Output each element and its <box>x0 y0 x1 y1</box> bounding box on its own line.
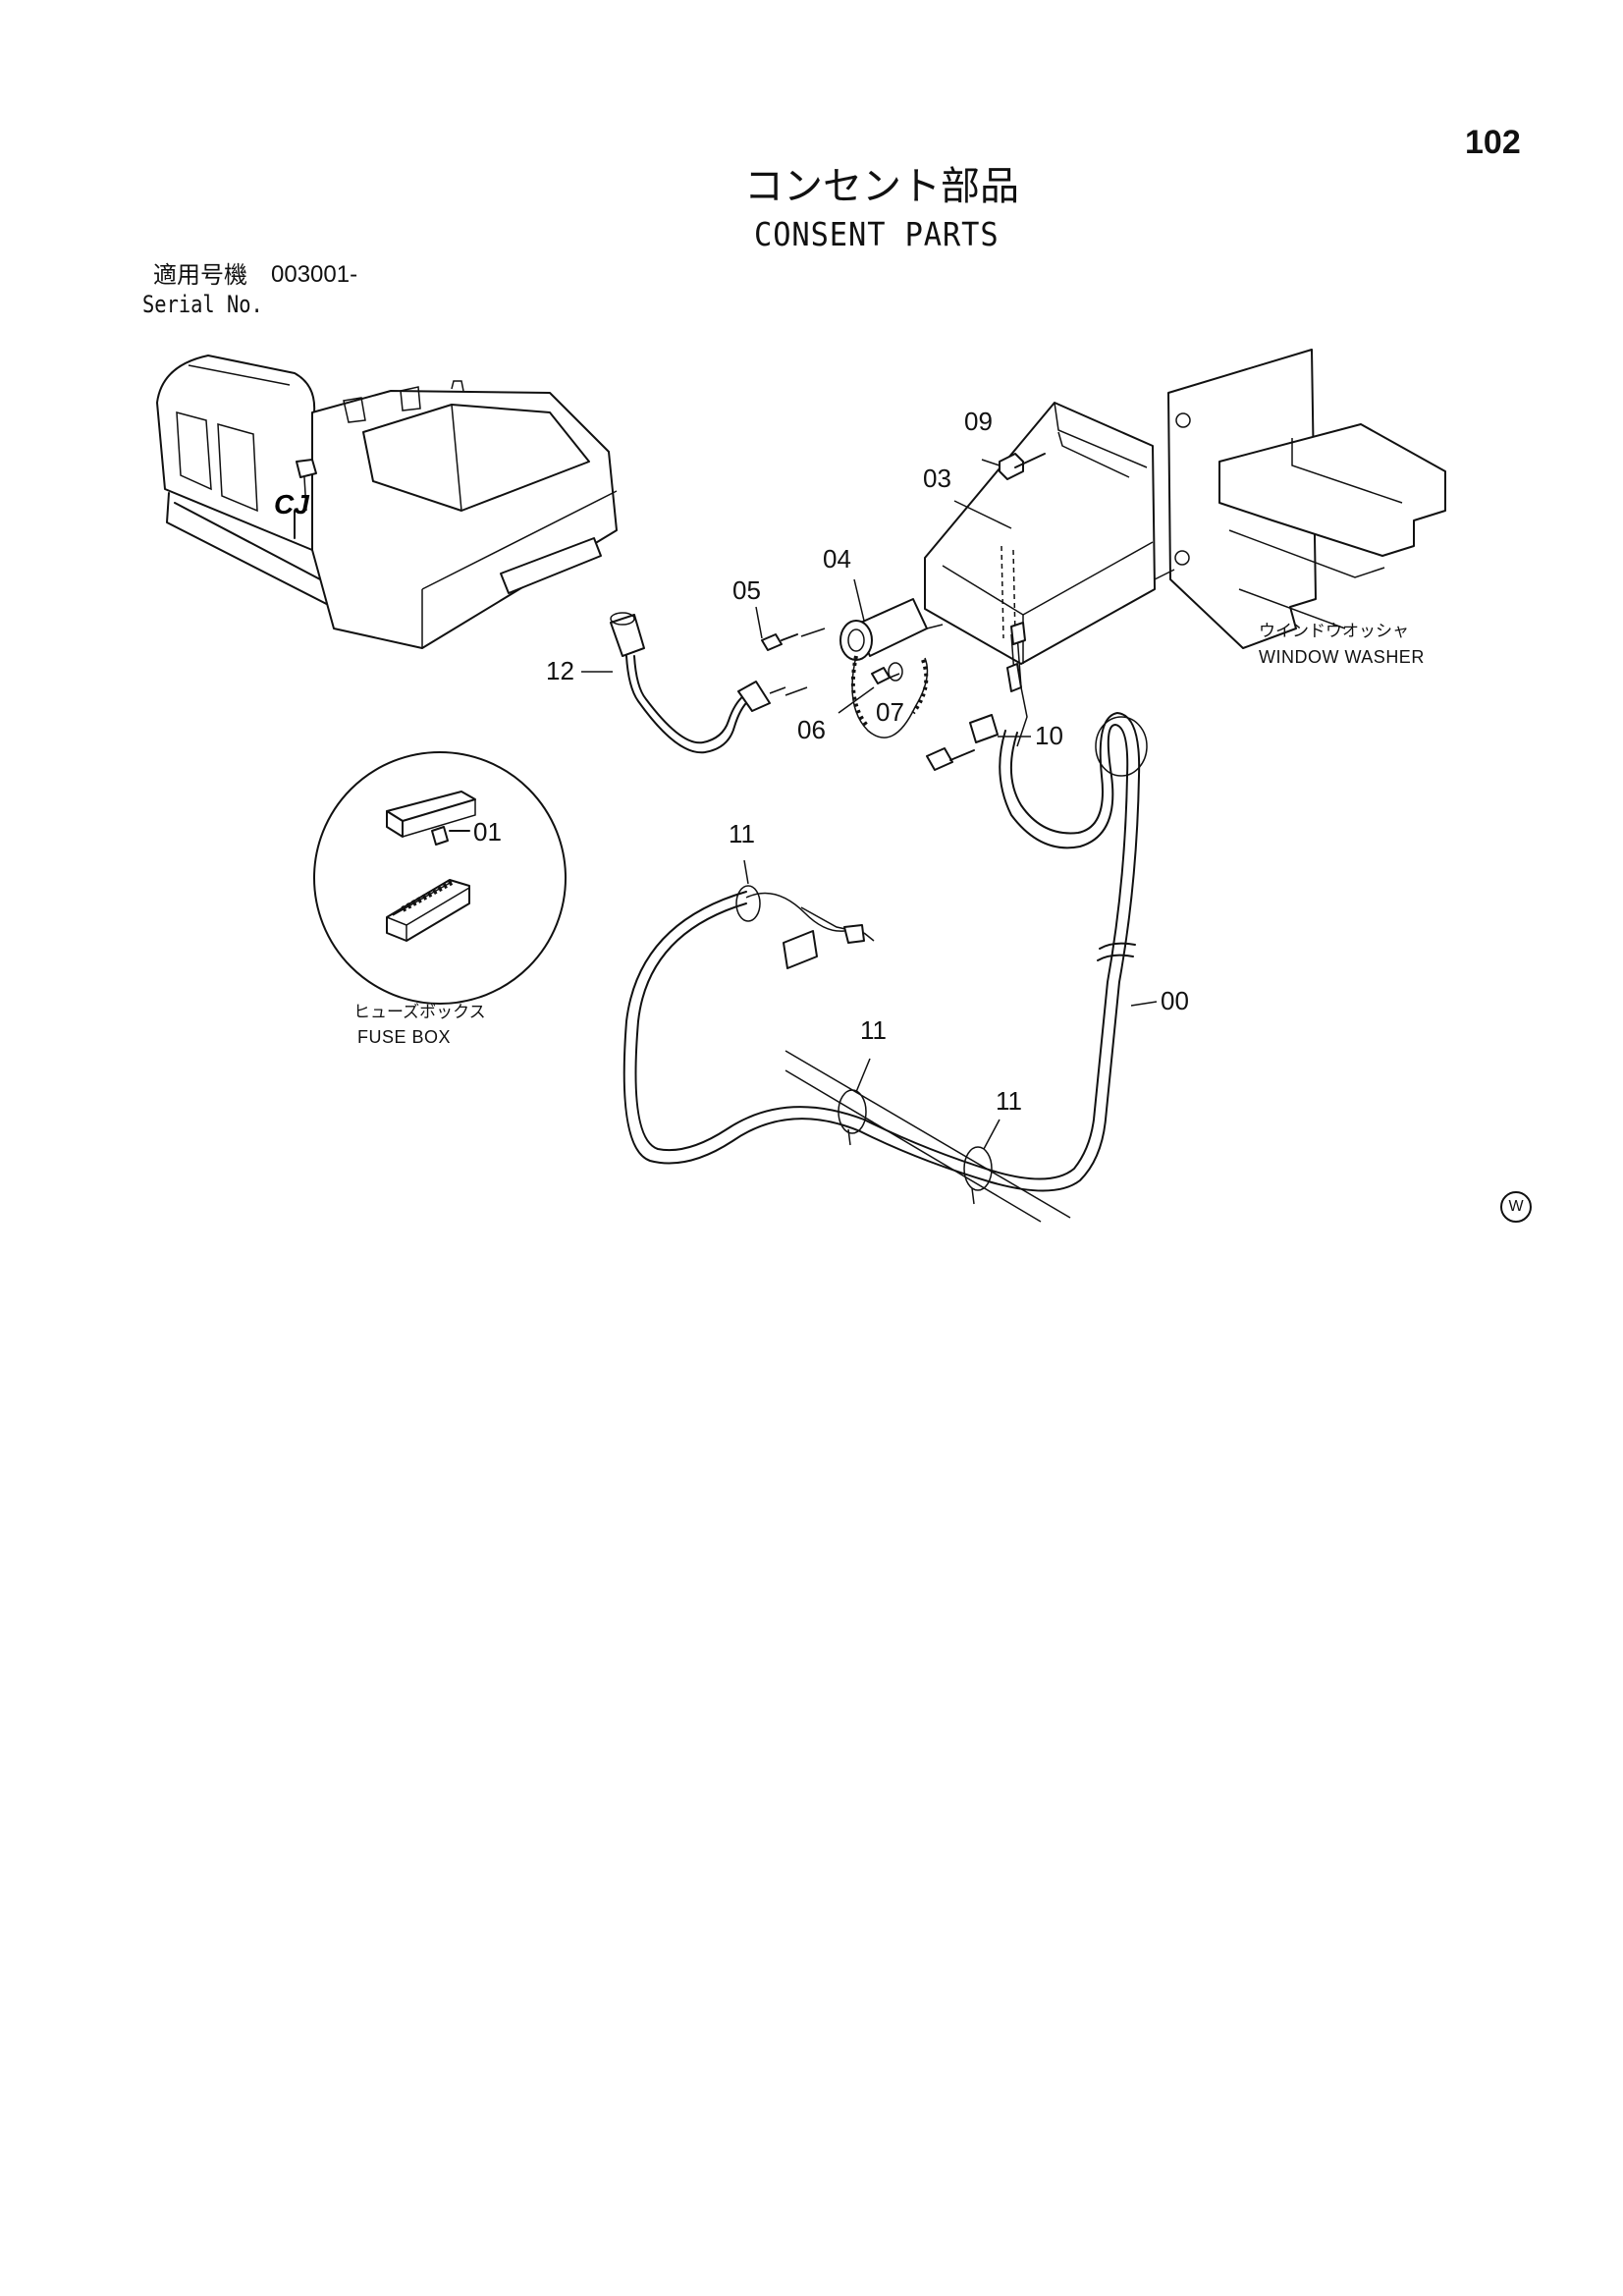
wire-harness-00 <box>624 623 1147 1222</box>
serial-label-japanese: 適用号機 <box>153 261 247 289</box>
callout-11-top: 11 <box>729 819 755 848</box>
callout-11-middle: 11 <box>860 1015 887 1045</box>
extension-cable-12 <box>611 613 807 752</box>
consent-box <box>925 403 1174 664</box>
bolt-09 <box>1000 454 1045 479</box>
callout-11-right: 11 <box>996 1086 1022 1116</box>
callout-leaders <box>581 460 1157 1149</box>
corner-w-mark: W <box>1500 1191 1532 1223</box>
page-title-english: CONSENT PARTS <box>754 215 1000 253</box>
callout-03: 03 <box>923 464 951 493</box>
callout-04: 04 <box>823 544 851 574</box>
serial-value: 003001- <box>271 261 358 288</box>
window-washer-label-english: WINDOW WASHER <box>1259 647 1425 667</box>
fuse-box-detail <box>314 752 566 1004</box>
fuse-box-label-japanese: ヒューズボックス <box>353 1003 486 1022</box>
window-washer-label-japanese: ウインドウオッシャ <box>1259 622 1409 641</box>
callout-09: 09 <box>964 407 993 436</box>
page-title-japanese: コンセント部品 <box>744 164 1019 209</box>
excavator-illustration <box>157 355 617 648</box>
machine-position-mark: CJ <box>274 489 310 519</box>
callout-10: 10 <box>1035 721 1063 750</box>
callout-12: 12 <box>546 656 574 685</box>
fuse-box-label-english: FUSE BOX <box>357 1027 452 1047</box>
socket-assembly <box>762 599 943 738</box>
callout-06: 06 <box>797 715 826 744</box>
callout-01: 01 <box>473 817 502 847</box>
page-number: 102 <box>1465 124 1521 161</box>
mounting-bracket <box>1168 350 1445 648</box>
callout-05: 05 <box>732 575 761 605</box>
serial-label-english: Serial No. <box>142 291 263 318</box>
callout-07: 07 <box>876 697 904 727</box>
callout-00: 00 <box>1161 986 1189 1015</box>
